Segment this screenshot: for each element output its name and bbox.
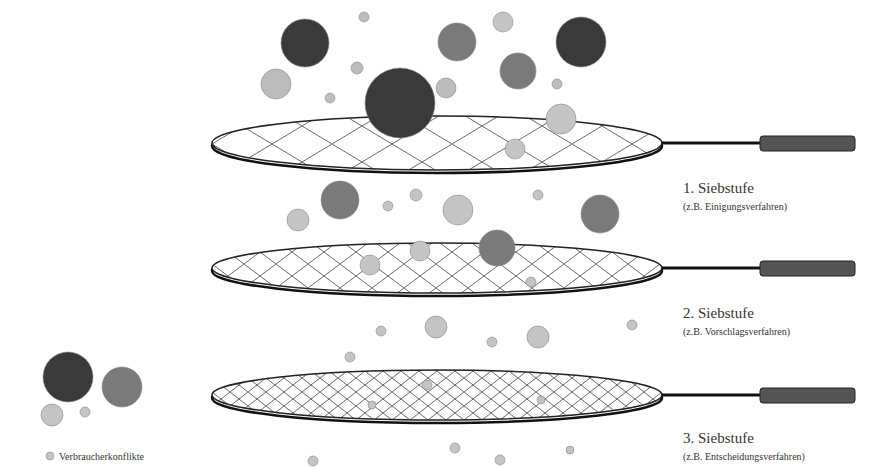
sieve-1 xyxy=(212,116,855,173)
legend-sample xyxy=(44,450,56,462)
stage-example: (z.B. Entscheidungsverfahren) xyxy=(683,451,805,462)
stage-title: 1. Siebstufe xyxy=(683,180,754,197)
sieve-3 xyxy=(212,370,855,423)
conflict-circles xyxy=(345,316,637,362)
conflict-circles xyxy=(368,380,545,409)
conflict-circles xyxy=(287,181,619,233)
stage-example: (z.B. Vorschlagsverfahren) xyxy=(683,326,790,337)
conflict-circles xyxy=(365,68,576,159)
legend-item: Verbraucherkonflikte xyxy=(44,450,144,462)
conflict-circles xyxy=(360,230,536,287)
legend-circles xyxy=(41,352,142,426)
stage-title: 3. Siebstufe xyxy=(683,430,754,447)
stage-example: (z.B. Einigungsverfahren) xyxy=(683,201,787,212)
legend-text: Verbraucherkonflikte xyxy=(59,451,144,462)
conflict-circles xyxy=(308,443,574,466)
conflict-circles xyxy=(261,12,606,103)
stage-title: 2. Siebstufe xyxy=(683,305,754,322)
sieve-2 xyxy=(212,243,855,296)
